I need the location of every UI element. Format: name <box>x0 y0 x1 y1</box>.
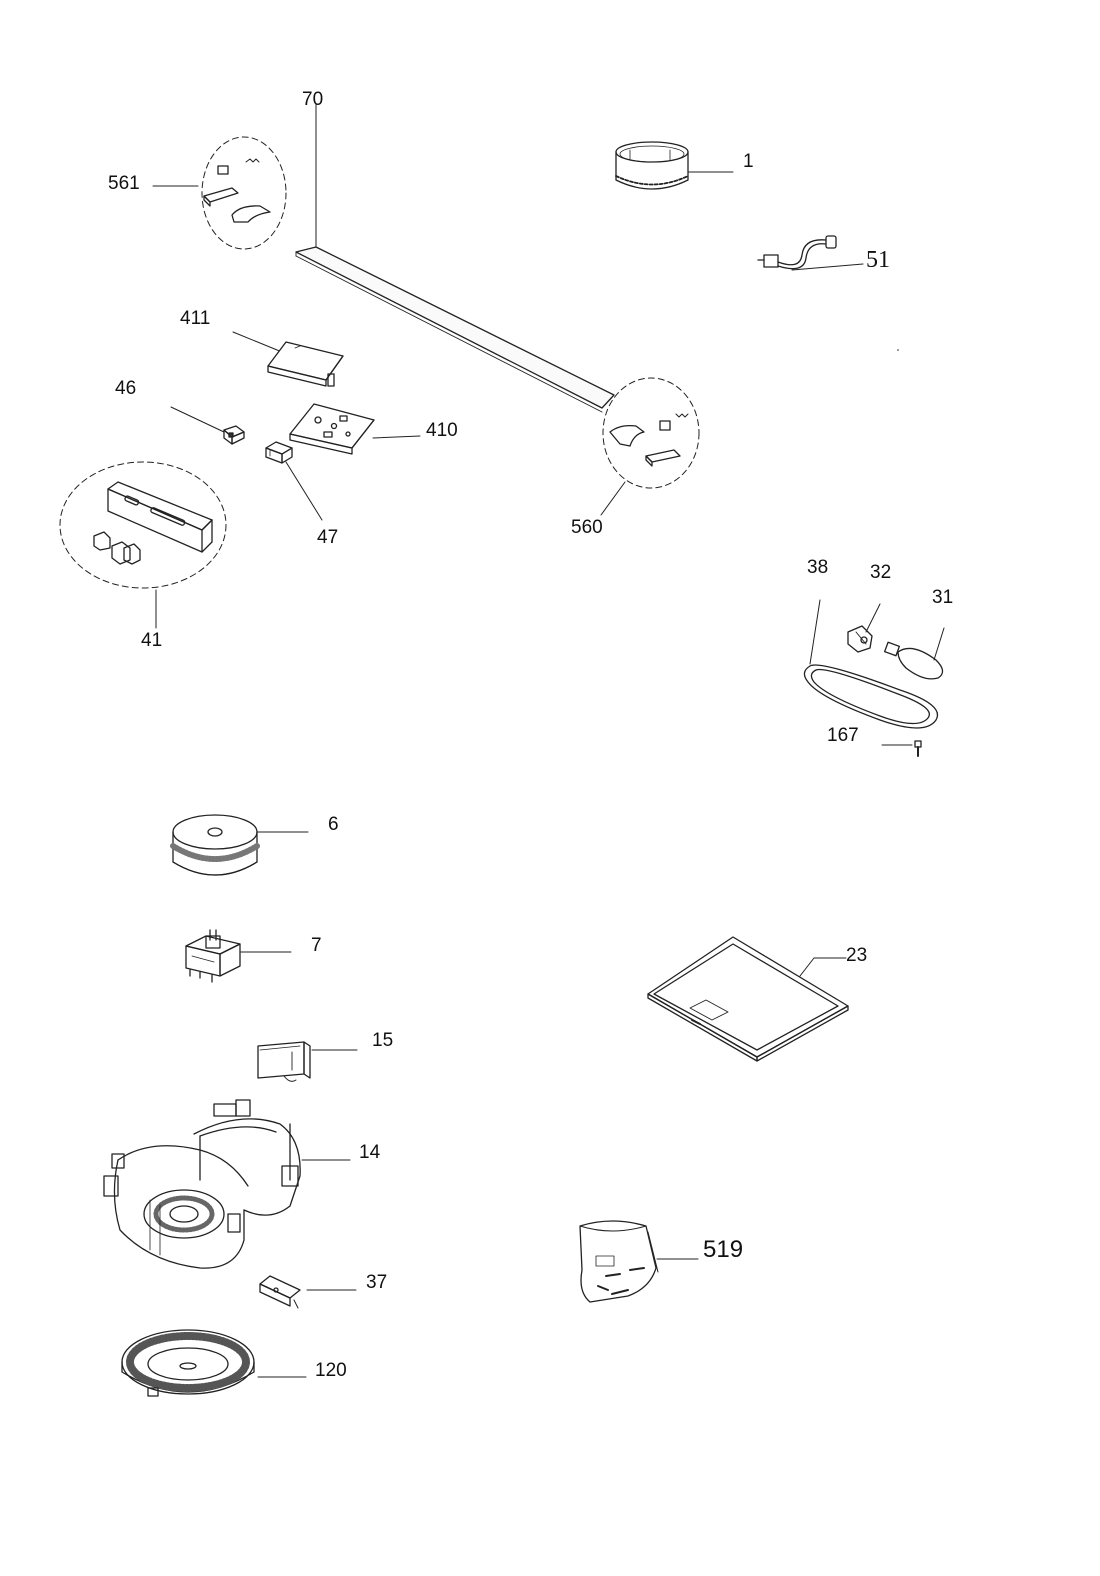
label-519: 519 <box>703 1236 744 1263</box>
part-410-board <box>289 403 421 455</box>
label-46: 46 <box>115 378 137 399</box>
part-46-switch <box>170 406 245 445</box>
part-47-connector <box>265 441 323 521</box>
label-15: 15 <box>372 1030 394 1051</box>
part-560-group <box>600 377 700 516</box>
label-560: 560 <box>571 517 603 538</box>
label-41: 41 <box>141 630 163 651</box>
label-37: 37 <box>366 1272 388 1293</box>
part-37-clip <box>259 1275 357 1309</box>
label-23: 23 <box>846 945 868 966</box>
part-51-harness <box>757 235 864 271</box>
label-14: 14 <box>359 1142 381 1163</box>
part-167-screw <box>881 740 922 757</box>
part-519-screwbag <box>579 1220 699 1303</box>
part-561-group <box>152 136 287 250</box>
part-31-bulb <box>884 627 945 680</box>
part-70-strip <box>295 103 615 413</box>
label-70: 70 <box>302 89 324 110</box>
label-120: 120 <box>315 1360 347 1381</box>
label-31: 31 <box>932 587 954 608</box>
part-7-block <box>185 929 292 983</box>
label-410: 410 <box>426 420 458 441</box>
label-32: 32 <box>870 562 892 583</box>
part-1-ring <box>615 141 734 190</box>
label-7: 7 <box>311 935 322 956</box>
label-561: 561 <box>108 173 140 194</box>
part-411-cover <box>232 331 344 387</box>
label-38: 38 <box>807 557 829 578</box>
label-51: 51 <box>866 247 890 273</box>
part-23-filter <box>647 936 849 1062</box>
part-32-lampholder <box>847 603 881 653</box>
part-41-group <box>59 461 227 629</box>
part-14-housing <box>103 1099 351 1269</box>
label-47: 47 <box>317 527 339 548</box>
part-6-fanwheel <box>170 814 309 876</box>
part-38-gasket <box>803 599 939 729</box>
label-6: 6 <box>328 814 339 835</box>
label-167: 167 <box>827 725 859 746</box>
label-1: 1 <box>743 151 754 172</box>
part-120-carbonfilter <box>121 1329 307 1397</box>
label-411: 411 <box>180 308 211 329</box>
part-15-bracket <box>257 1041 358 1082</box>
stray-dot <box>897 349 899 351</box>
